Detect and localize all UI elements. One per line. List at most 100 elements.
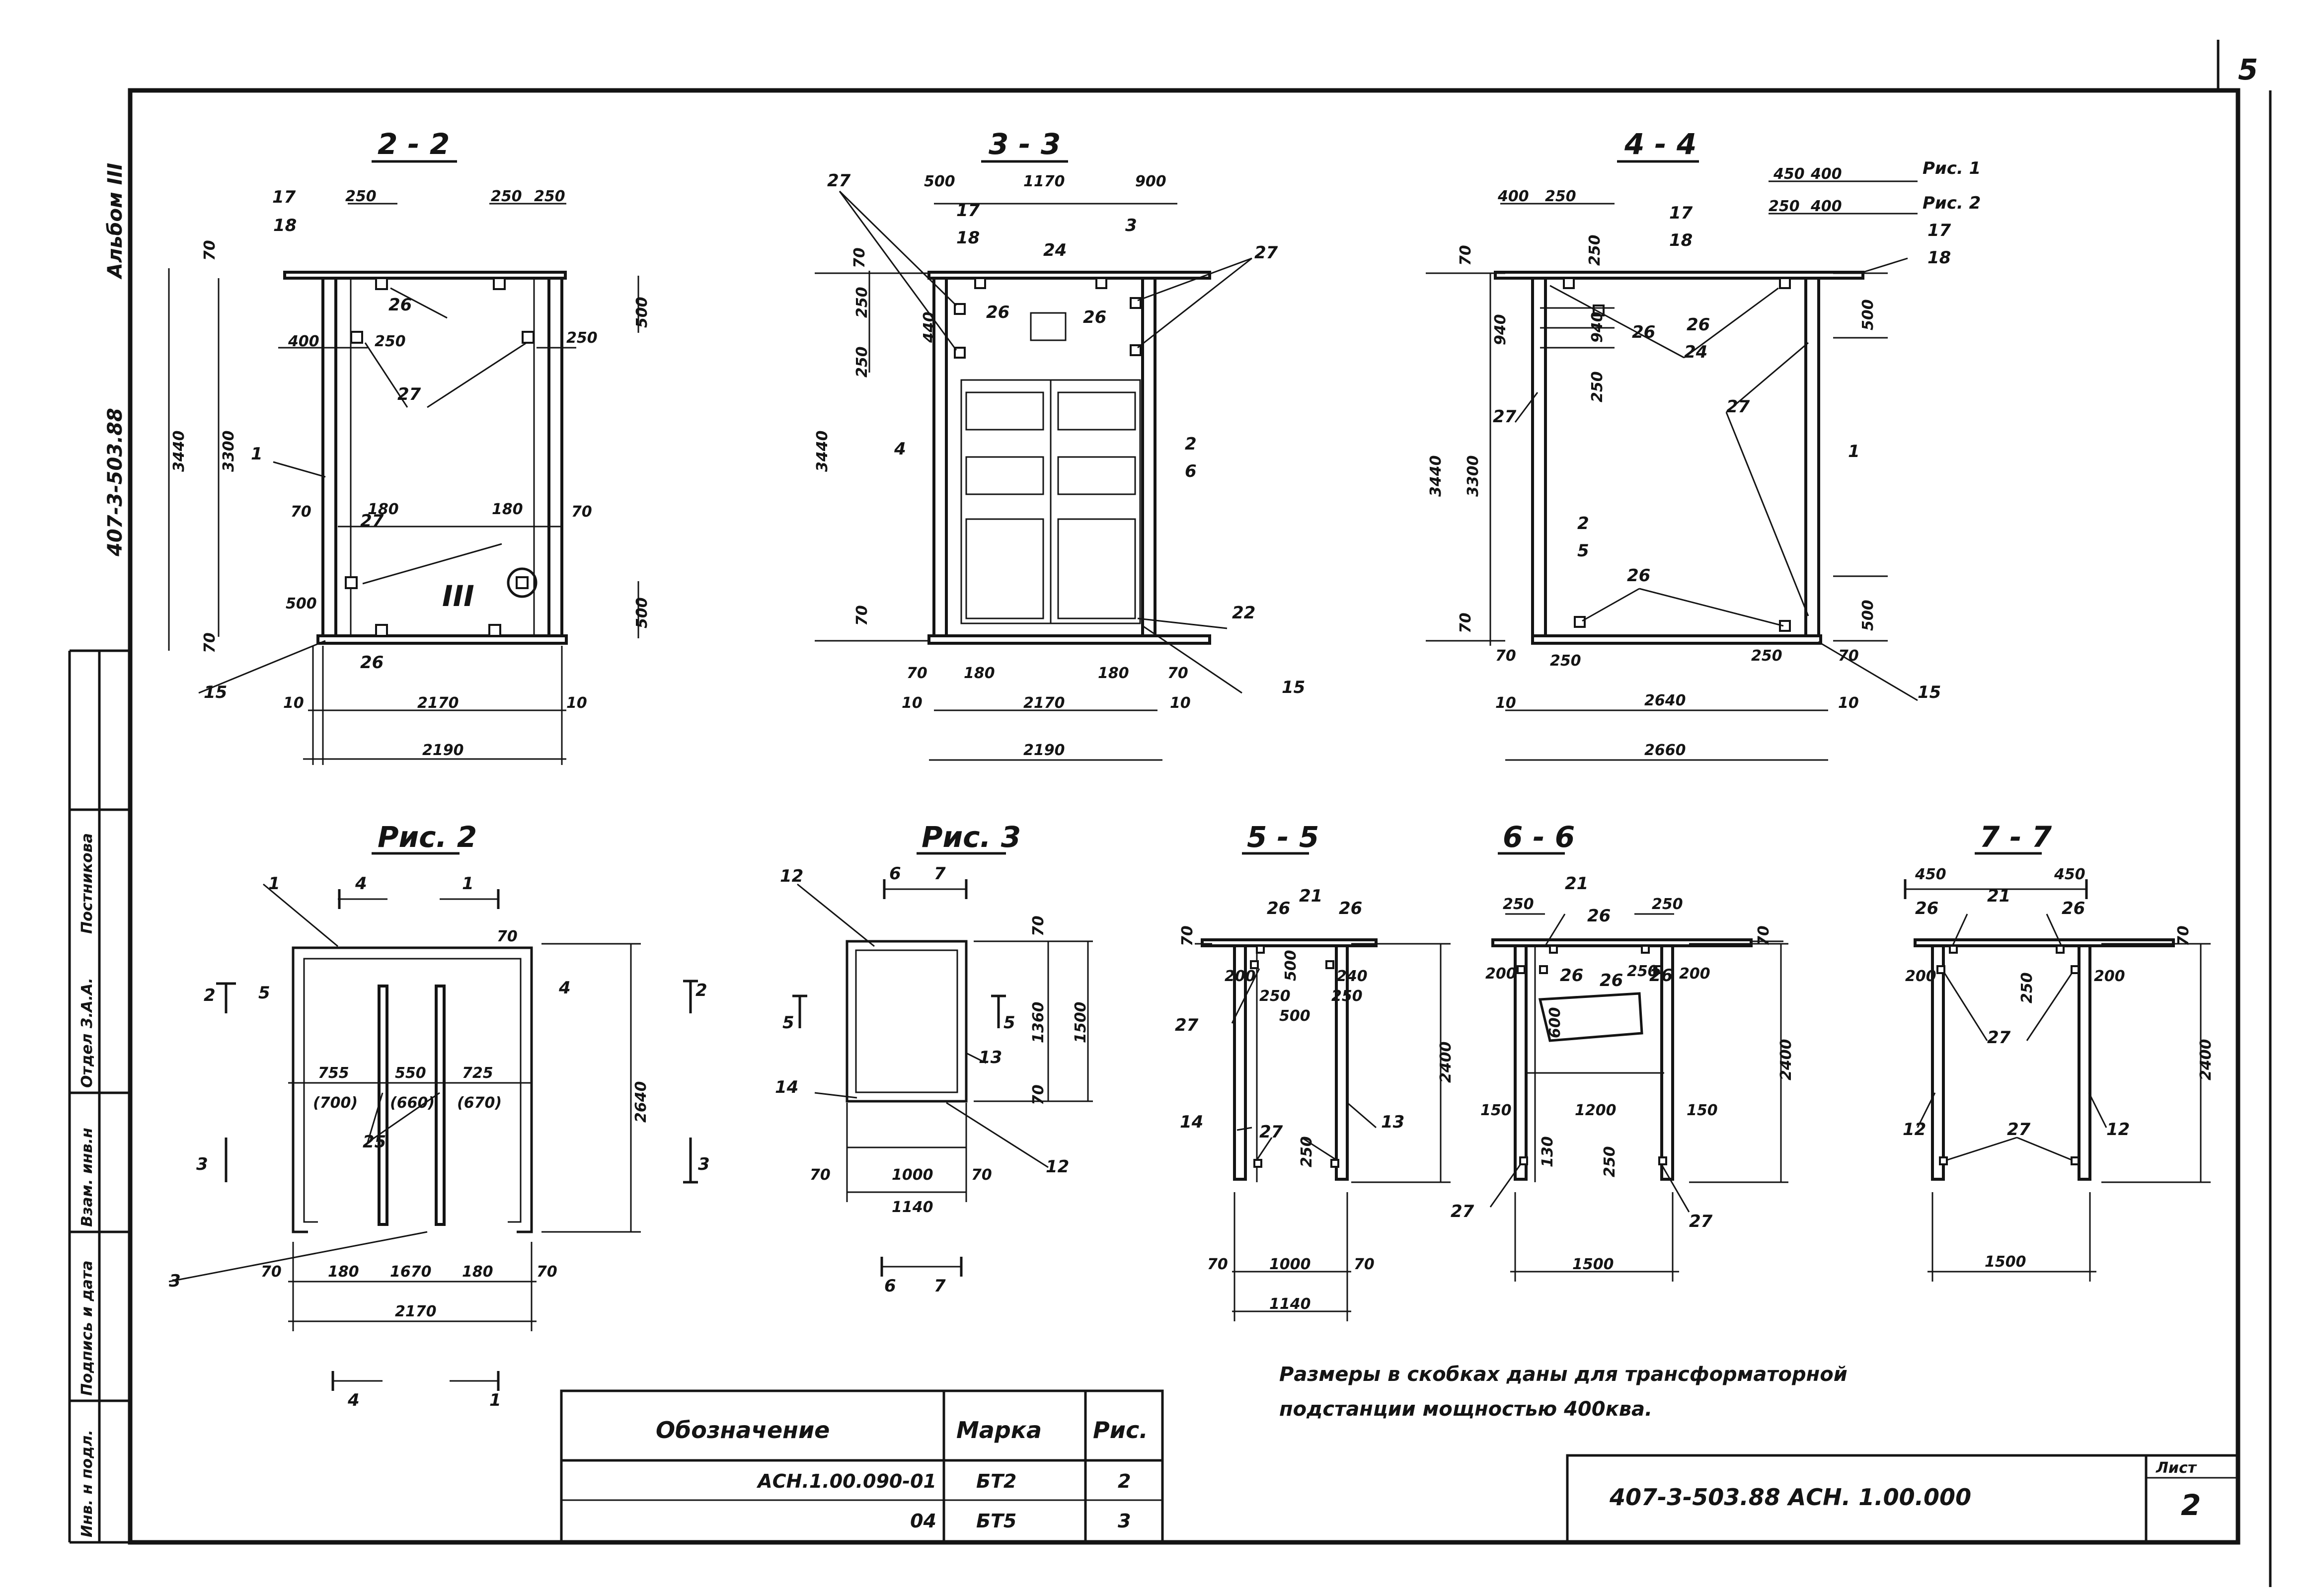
dim-250: 250: [534, 188, 565, 205]
view-title: 6 - 6: [1503, 820, 1575, 854]
dim-70: 70: [1495, 647, 1516, 665]
pos-27: 27: [397, 384, 421, 404]
dim-70: 70: [851, 247, 868, 268]
table-header-figure: Рис.: [1093, 1417, 1148, 1444]
pos-27: 27: [1493, 407, 1517, 427]
section-mark-6: 6: [884, 1276, 896, 1296]
pos-26: 26: [1649, 966, 1673, 986]
dim-400: 400: [1810, 165, 1842, 183]
dim-400: 400: [1810, 198, 1842, 215]
dim-250: 250: [853, 346, 871, 378]
dim-2640: 2640: [632, 1081, 650, 1123]
pos-18: 18: [956, 228, 980, 248]
dim-70: 70: [853, 605, 871, 626]
view-title: 2 - 2: [378, 127, 450, 161]
dim-2170: 2170: [417, 694, 459, 712]
dim-900: 900: [1135, 173, 1166, 190]
table-header-mark: Марка: [956, 1417, 1042, 1444]
dim-500: 500: [286, 595, 317, 612]
dim-500: 500: [1282, 950, 1300, 981]
dim-250: 250: [375, 333, 406, 350]
dim-10: 10: [1495, 694, 1516, 712]
table-cell: БТ2: [976, 1470, 1016, 1492]
pos-27: 27: [1987, 1028, 2011, 1048]
pos-15: 15: [204, 683, 227, 702]
dim-70: 70: [907, 665, 927, 682]
section-mark-5: 5: [1003, 1013, 1015, 1033]
dim-200: 200: [1905, 968, 1936, 985]
dim-500: 500: [1859, 299, 1877, 330]
view-title: 4 - 4: [1624, 127, 1696, 161]
view-title: Рис. 2: [378, 820, 477, 854]
dim-70: 70: [810, 1166, 831, 1184]
pos-25: 25: [363, 1132, 386, 1152]
section-mark-7: 7: [934, 1276, 946, 1296]
dim-700: (700): [313, 1094, 358, 1112]
pos-17: 17: [272, 187, 296, 207]
pos-27: 27: [827, 171, 851, 191]
dim-600: 600: [1546, 1007, 1564, 1038]
pos-26: 26: [986, 303, 1009, 322]
pos-12: 12: [1046, 1157, 1069, 1177]
dim-70: 70: [261, 1263, 282, 1281]
section-6-6: 6 - 6 250 21 26 250 70 200 26 26 2: [1451, 820, 1795, 1282]
dim-10: 10: [1170, 694, 1191, 712]
note-line-2: подстанции мощностью 400ква.: [1279, 1398, 1652, 1421]
dim-70: 70: [291, 503, 311, 521]
pos-5: 5: [258, 983, 270, 1003]
dim-180: 180: [964, 665, 995, 682]
dim-755: 755: [318, 1064, 349, 1082]
pos-14: 14: [1180, 1112, 1203, 1132]
dim-1140: 1140: [1269, 1295, 1311, 1313]
pos-26: 26: [2062, 899, 2085, 918]
dim-3440: 3440: [814, 431, 831, 472]
dim-70: 70: [537, 1263, 557, 1281]
dim-250: 250: [1769, 198, 1800, 215]
dim-500: 500: [633, 297, 651, 328]
pos-27: 27: [1254, 243, 1278, 263]
pos-2: 2: [1577, 514, 1589, 533]
section-mark-4: 4: [355, 874, 367, 894]
section-mark-3: 3: [196, 1154, 208, 1174]
dim-70: 70: [1030, 1084, 1047, 1105]
dim-70: 70: [1030, 915, 1047, 936]
pos-2: 2: [1185, 434, 1197, 454]
pos-21: 21: [1565, 874, 1588, 894]
dim-180: 180: [462, 1263, 493, 1281]
dim-2190: 2190: [422, 742, 464, 759]
dim-70: 70: [1207, 1256, 1228, 1273]
stamp-author: Постникова: [78, 833, 96, 934]
document-code: 407-3-503.88 АСН. 1.00.000: [1609, 1484, 1971, 1511]
dim-2400: 2400: [1777, 1039, 1795, 1081]
pos-17: 17: [1927, 221, 1951, 240]
pos-3: 3: [169, 1271, 181, 1291]
dim-200: 200: [1225, 968, 1256, 985]
stamp-replace: Взам. инв.н: [78, 1128, 96, 1227]
dim-250: 250: [853, 287, 871, 318]
dim-250: 250: [1627, 963, 1658, 980]
dim-3300: 3300: [1464, 456, 1482, 497]
pos-18: 18: [1669, 230, 1693, 250]
dim-70: 70: [201, 632, 219, 653]
view-title: 3 - 3: [989, 127, 1061, 161]
dim-180: 180: [1098, 665, 1129, 682]
dim-70: 70: [2175, 925, 2192, 946]
pos-18: 18: [273, 216, 297, 235]
pos-1: 1: [1848, 442, 1860, 461]
dim-70: 70: [1838, 647, 1859, 665]
album-label: Альбом III: [104, 163, 127, 280]
section-mark-4: 4: [347, 1390, 360, 1410]
dim-1500: 1500: [1072, 1002, 1089, 1044]
dim-200: 200: [2094, 968, 2125, 985]
dim-240: 240: [1336, 968, 1368, 985]
dim-400: 400: [288, 333, 319, 350]
dim-130: 130: [1539, 1136, 1556, 1167]
dim-250: 250: [1601, 1146, 1618, 1177]
pos-1: 1: [268, 874, 280, 894]
table-header-designation: Обозначение: [656, 1417, 830, 1444]
dim-70: 70: [571, 503, 592, 521]
dim-70: 70: [1167, 665, 1188, 682]
ref-ric-1: Рис. 1: [1923, 158, 1981, 178]
